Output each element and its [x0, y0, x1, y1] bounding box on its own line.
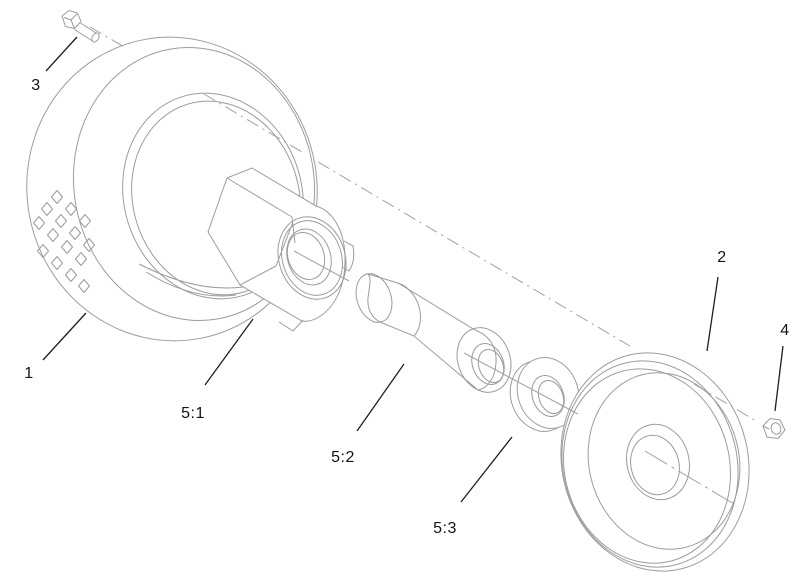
- hub-collar-outer: [277, 216, 347, 300]
- tire-inner-wall-arc: [145, 271, 237, 297]
- wheel-hub-bore-inner: [630, 434, 680, 496]
- callout-nut-leader: [774, 345, 784, 412]
- hub-top-ridge: [226, 177, 293, 218]
- bolt-tip: [91, 32, 100, 43]
- lock-nut: [762, 417, 786, 440]
- callout-wheel-label: 2: [717, 249, 727, 266]
- hub-bore: [286, 228, 332, 286]
- wheel-dish-face: [587, 372, 741, 550]
- spacer-washer-axis-line: [463, 352, 579, 415]
- spacer-body: [367, 273, 497, 391]
- hub-body: [207, 167, 346, 322]
- bolt-head-facets: [63, 13, 78, 29]
- spacer-step-arc: [397, 282, 421, 337]
- tire-bead-inner: [131, 100, 301, 296]
- wheel-lip-outer: [561, 360, 739, 568]
- wheel-hub-bore: [626, 423, 690, 501]
- nut-bore: [770, 422, 782, 435]
- spacer-bushing: [355, 273, 512, 393]
- wheel-outline: [560, 352, 750, 572]
- callout-spacer-leader: [356, 363, 405, 432]
- callout-nut-label: 4: [780, 322, 790, 339]
- wheel-axis-line: [644, 450, 735, 505]
- spacer-right-end: [456, 327, 512, 393]
- spacer-bore-depth: [477, 349, 505, 383]
- wheel-lip-inner: [563, 368, 731, 564]
- bolt-shank: [74, 22, 97, 42]
- callout-hub-label: 5:1: [181, 405, 205, 422]
- tire-tread-edge: [72, 46, 316, 322]
- nut-body: [762, 417, 786, 440]
- callout-bolt-leader: [45, 36, 78, 72]
- callout-spacer-label: 5:2: [331, 449, 355, 466]
- washer: [509, 357, 580, 432]
- washer-bore-depth: [537, 380, 565, 414]
- nut-facet: [762, 425, 770, 430]
- callout-bolt-label: 3: [31, 77, 41, 94]
- callout-tire-label: 1: [24, 365, 34, 382]
- hub-flange-tab: [341, 240, 355, 272]
- assembly-centerline: [89, 26, 757, 422]
- hub-bore-depth: [286, 232, 326, 280]
- hub-collar-face: [281, 220, 343, 296]
- hub-axis-line: [293, 250, 350, 282]
- callout-washer-leader: [460, 436, 513, 503]
- spacer-bore: [471, 343, 505, 385]
- tire-bead-outer: [122, 92, 304, 300]
- callout-hub-leader: [204, 318, 254, 386]
- hub-flange-notch: [278, 319, 304, 332]
- hub-face-edge1: [239, 265, 277, 286]
- callout-tire-leader: [42, 312, 87, 361]
- callout-wheel-leader: [706, 276, 719, 352]
- spacer-left-cap: [355, 273, 393, 323]
- bolt: [61, 9, 100, 43]
- hex-hub: [207, 167, 355, 332]
- washer-bore: [531, 375, 565, 417]
- washer-face: [516, 357, 580, 429]
- tire-tread-pattern: [33, 190, 95, 293]
- tire-inner-wall-arc2: [138, 263, 244, 289]
- callout-washer-label: 5:3: [433, 520, 457, 537]
- wheel-rim: [560, 352, 750, 572]
